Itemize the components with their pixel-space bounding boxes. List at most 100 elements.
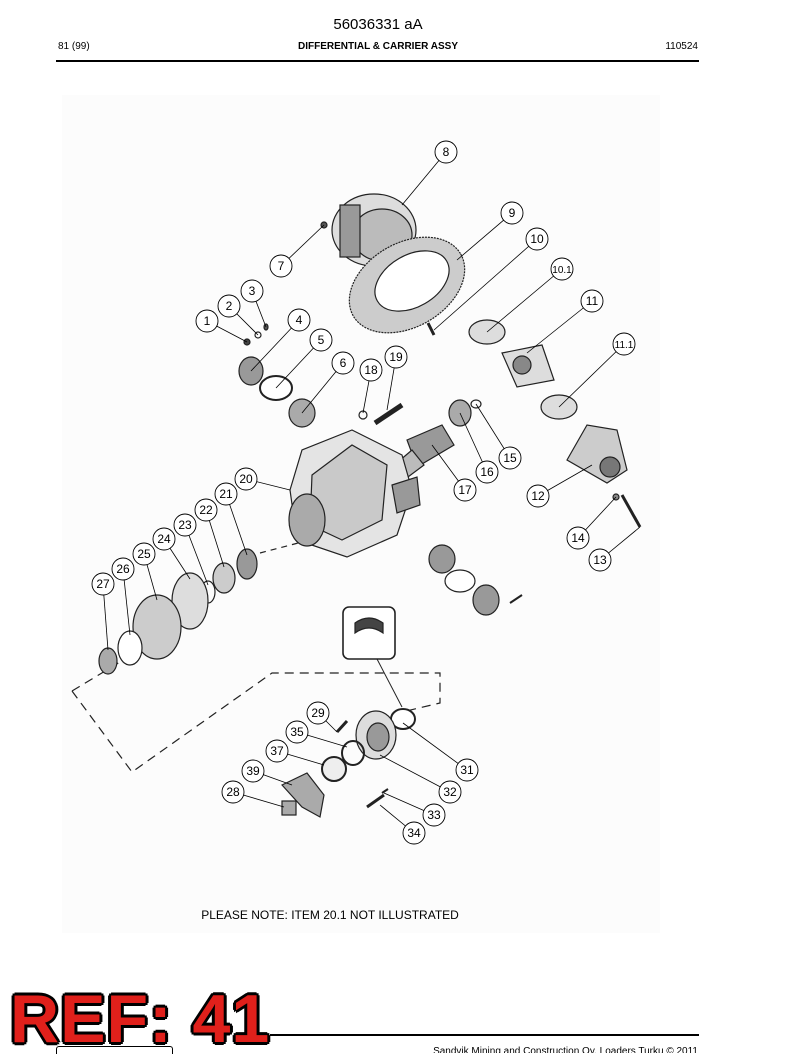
callout-circle	[453, 478, 477, 502]
callout-balloon: 11	[580, 289, 604, 313]
part-pin	[509, 594, 523, 604]
callout-label: 12	[531, 489, 545, 503]
callout-circle	[240, 279, 264, 303]
part-32-cover	[355, 710, 397, 760]
callout-circle	[285, 720, 309, 744]
callout-label: 4	[296, 313, 303, 327]
callout-balloon: 5	[309, 328, 333, 352]
callout-label: 2	[226, 299, 233, 313]
callout-label: 39	[246, 764, 260, 778]
callout-circle	[580, 289, 604, 313]
callout-label: 33	[427, 808, 441, 822]
callout-circle	[438, 780, 462, 804]
callout-circle	[612, 332, 636, 356]
callout-circle	[526, 484, 550, 508]
part-pinion-gear-a	[428, 544, 456, 574]
brand-logo-fragment	[56, 1046, 173, 1054]
callout-balloon: 34	[402, 821, 426, 845]
callout-circle	[217, 294, 241, 318]
callout-balloon: 3	[240, 279, 264, 303]
callout-circle	[566, 526, 590, 550]
callout-circle	[588, 548, 612, 572]
callout-leader	[486, 268, 563, 333]
callout-balloon: 2	[217, 294, 241, 318]
part-12-carrier	[566, 424, 628, 484]
callout-label: 19	[389, 350, 403, 364]
callout-leader	[401, 151, 447, 206]
callout-circle	[195, 309, 219, 333]
callout-leader	[250, 319, 300, 372]
callout-leader	[402, 722, 468, 771]
callout-circle	[132, 542, 156, 566]
callout-leader	[433, 238, 538, 331]
callout-label: 10	[530, 232, 544, 246]
callout-label: 17	[458, 483, 472, 497]
footer-rule	[270, 1034, 699, 1036]
callout-balloon: 4	[287, 308, 311, 332]
callout-label: 6	[340, 356, 347, 370]
callout-label: 9	[509, 206, 516, 220]
part-37-ring	[321, 756, 347, 782]
callout-label: 5	[318, 333, 325, 347]
callout-label: 26	[116, 562, 130, 576]
part-28-nut	[281, 800, 297, 816]
callout-label: 18	[364, 363, 378, 377]
part-25-cover	[132, 594, 182, 660]
callout-circle	[265, 739, 289, 763]
callout-label: 14	[571, 531, 585, 545]
callout-balloon: 7	[269, 254, 293, 278]
callout-circle	[306, 701, 330, 725]
callout-balloon: 28	[221, 780, 245, 804]
callout-balloon: 6	[331, 351, 355, 375]
callout-circle	[500, 201, 524, 225]
callout-balloon: 24	[152, 527, 176, 551]
callout-balloon: 27	[91, 572, 115, 596]
seal-detail-inset	[342, 606, 396, 660]
callout-label: 7	[278, 259, 285, 273]
callout-label: 1	[204, 314, 211, 328]
callout-circle	[422, 803, 446, 827]
callout-circle	[402, 821, 426, 845]
callout-circle	[331, 351, 355, 375]
illustration-note: PLEASE NOTE: ITEM 20.1 NOT ILLUSTRATED	[201, 908, 459, 922]
callout-circle	[309, 328, 333, 352]
callout-label: 29	[311, 706, 325, 720]
callout-balloon: 39	[241, 759, 265, 783]
callout-balloon: 37	[265, 739, 289, 763]
callout-balloon: 15	[498, 446, 522, 470]
callout-balloon: 22	[194, 498, 218, 522]
callout-circle	[550, 257, 574, 281]
callout-label: 32	[443, 785, 457, 799]
callout-balloon: 19	[384, 345, 408, 369]
callout-balloon: 1	[195, 309, 219, 333]
callout-circle	[221, 780, 245, 804]
callout-balloon: 10	[525, 227, 549, 251]
callout-label: 24	[157, 532, 171, 546]
header-rule	[56, 60, 699, 62]
part-26-seal	[117, 630, 143, 666]
callout-balloon: 9	[500, 201, 524, 225]
part-29-bolt	[335, 719, 349, 734]
callout-label: 15	[503, 451, 517, 465]
callout-circle	[152, 527, 176, 551]
callout-circle	[214, 482, 238, 506]
callout-balloon: 31	[455, 758, 479, 782]
callout-label: 31	[460, 763, 474, 777]
callout-balloon: 10.1	[550, 257, 574, 281]
callout-label: 16	[480, 465, 494, 479]
callout-circle	[359, 358, 383, 382]
callout-label: 11	[586, 294, 599, 308]
callout-balloon: 13	[588, 548, 612, 572]
callout-leader	[526, 300, 593, 354]
page-number: 81 (99)	[58, 41, 90, 52]
callout-balloon: 35	[285, 720, 309, 744]
callout-circle	[287, 308, 311, 332]
assembly-dashed-line-upper	[259, 541, 303, 554]
callout-circle	[455, 758, 479, 782]
callout-circle	[475, 460, 499, 484]
callout-leader	[379, 754, 451, 793]
callout-circle	[384, 345, 408, 369]
document-number: 56036331 aA	[333, 16, 423, 33]
part-39-yoke	[281, 772, 325, 818]
part-19-bolt	[373, 402, 404, 426]
